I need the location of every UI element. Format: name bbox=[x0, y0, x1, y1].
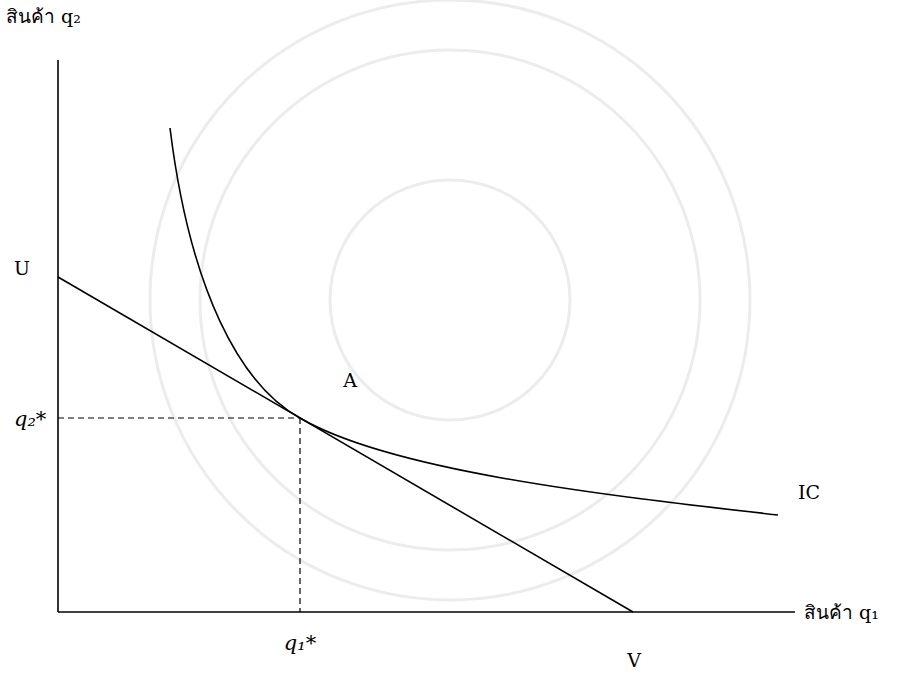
axis-title: สินค้า q₂ bbox=[6, 6, 81, 27]
indifference-curve bbox=[170, 128, 778, 515]
dashed-guide bbox=[299, 418, 300, 612]
watermark-ring bbox=[150, 0, 750, 600]
watermark-ring bbox=[330, 180, 570, 420]
point-label: V bbox=[627, 650, 641, 671]
curve-label: IC bbox=[798, 482, 820, 503]
y-axis bbox=[57, 60, 59, 612]
quantity-label: q₂* bbox=[14, 408, 46, 431]
budget-line bbox=[58, 277, 633, 612]
axis-title: สินค้า q₁ bbox=[804, 602, 879, 623]
point-label: U bbox=[14, 258, 30, 279]
watermark-ring bbox=[200, 50, 700, 550]
quantity-label: q₁* bbox=[284, 632, 316, 655]
point-label: A bbox=[343, 370, 357, 391]
x-axis bbox=[58, 611, 795, 613]
dashed-guide bbox=[58, 417, 300, 418]
watermark bbox=[150, 0, 750, 600]
